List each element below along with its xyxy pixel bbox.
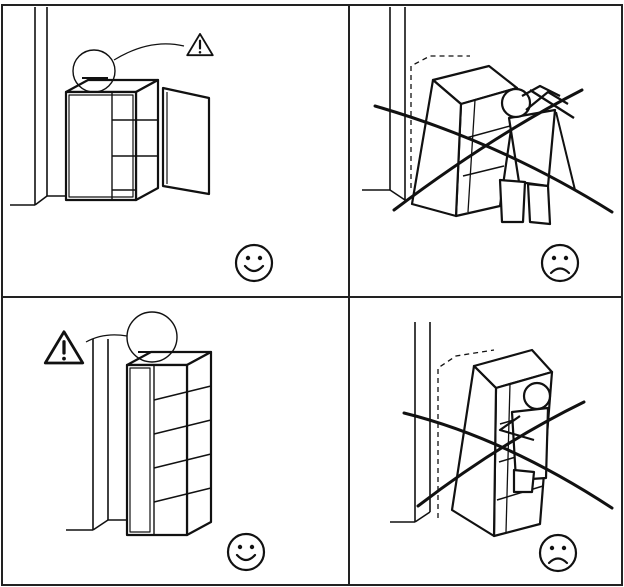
cabinet-outline-original [410,55,470,188]
smiley-happy-icon [234,243,274,283]
open-door [161,86,211,196]
bookcase-outline-original [437,349,495,518]
smiley-sad-icon [538,533,578,573]
smiley-sad-icon [540,243,580,283]
warning-triangle-icon [43,330,85,365]
wall-corner [362,7,406,201]
prohibited-cross-icon [402,400,614,510]
smiley-happy-icon [226,532,266,572]
prohibited-cross-icon [373,88,614,214]
wall-corner [66,339,127,531]
panel-top-left [10,7,274,283]
cabinet [64,78,160,202]
panel-top-right [348,6,614,296]
warning-triangle-icon [186,32,214,57]
detail-callout [85,311,178,363]
sheet-border [1,4,623,586]
panel-bottom-left [43,311,266,572]
wall-corner [10,7,66,206]
detail-callout [72,43,185,93]
tipping-cabinet [410,64,519,218]
bookcase [125,350,213,537]
panel-bottom-right [348,298,614,584]
wall-corner [390,322,431,523]
person [498,84,576,226]
